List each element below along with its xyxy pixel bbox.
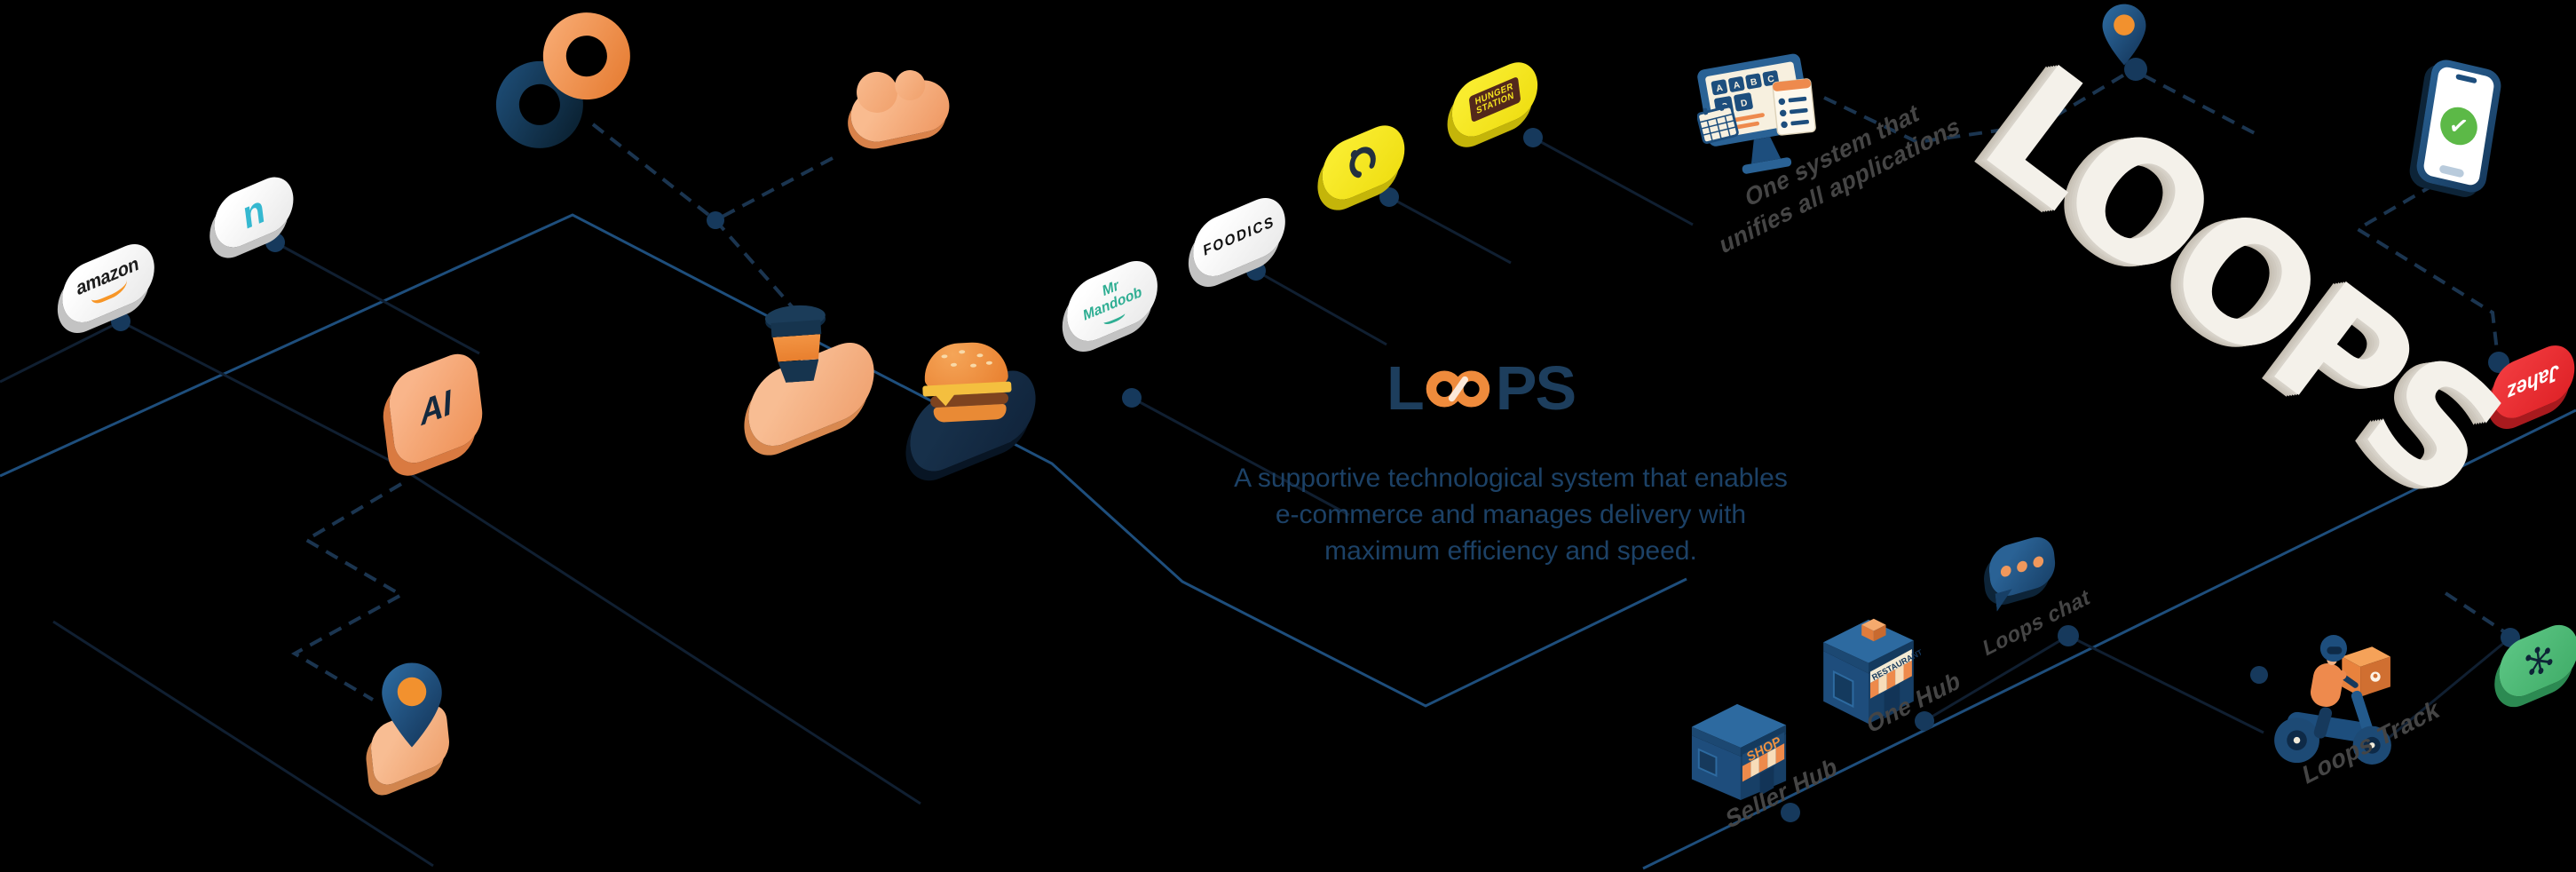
restaurant-awning: [1869, 660, 1912, 699]
tagline-line3: maximum efficiency and speed.: [1324, 536, 1697, 566]
hungerstation-logo: HUNGER STATION: [1468, 75, 1521, 123]
infinity-loop-icon: [495, 12, 630, 148]
shop-building-icon: SHOP: [1691, 703, 1787, 801]
delivery-rider-icon: [2274, 635, 2391, 765]
ai-label: AI: [417, 383, 454, 433]
tagline-line2: e-commerce and manages delivery with: [1275, 500, 1747, 529]
wordmark-infinity-icon: [1426, 370, 1489, 408]
smile-arc-icon: [1349, 147, 1376, 178]
svg-text:A: A: [1733, 80, 1742, 91]
burger-icon: [922, 340, 1013, 424]
calendar-icon: [1697, 104, 1739, 144]
node-dots: [111, 58, 2520, 822]
tagline: A supportive technological system that e…: [1156, 460, 1866, 569]
location-pin-icon-top: [2102, 4, 2146, 66]
delivery-box-icon: [2342, 646, 2390, 697]
foodics-label: FOODICS: [1202, 213, 1276, 260]
shop-awning: [1742, 743, 1785, 782]
blue-lines: [0, 213, 2576, 870]
coffee-cup-icon: [764, 303, 830, 384]
location-pin-icon: [382, 662, 442, 748]
restaurant-building-icon: RESTAURANT: [1823, 618, 1921, 725]
svg-text:A: A: [1716, 83, 1725, 94]
network-icon: [2525, 646, 2553, 675]
tagline-line1: A supportive technological system that e…: [1234, 464, 1788, 493]
svg-text:C: C: [1767, 75, 1776, 85]
loops-wordmark: L PS: [1387, 353, 1576, 423]
noon-logo: n: [241, 186, 267, 238]
wordmark-l: L: [1387, 353, 1425, 423]
badge-network: [2496, 616, 2576, 705]
checklist-card-icon: [1772, 78, 1816, 136]
wordmark-ps: PS: [1495, 353, 1576, 423]
svg-text:D: D: [1740, 99, 1748, 109]
svg-text:B: B: [1750, 77, 1758, 88]
checkmark-icon: ✓: [2438, 103, 2480, 149]
badge-smile-arc: [1319, 116, 1408, 209]
